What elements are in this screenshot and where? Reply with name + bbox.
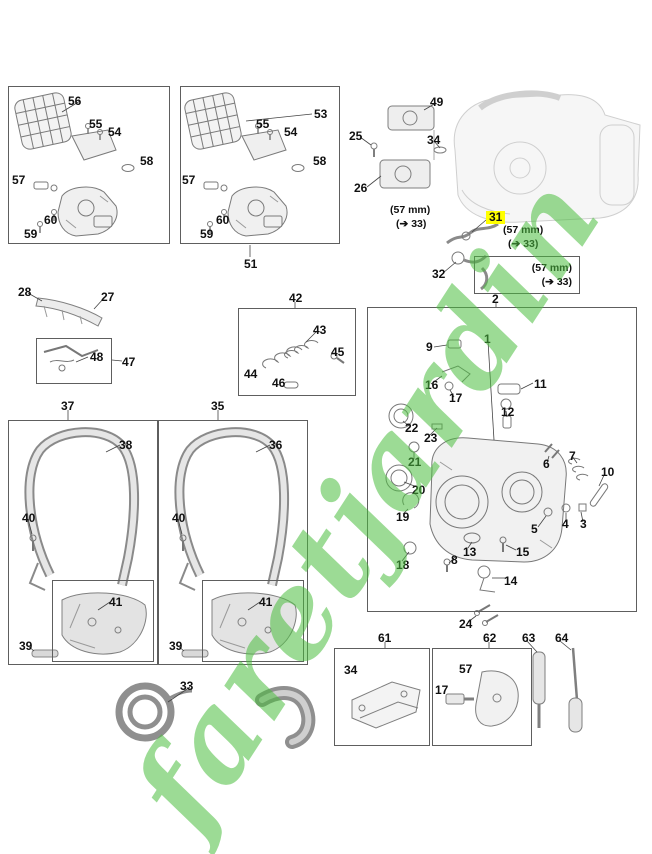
rope-coil-drawing xyxy=(115,682,193,742)
chainsaw-silhouette xyxy=(453,90,641,223)
gasket-drawings xyxy=(351,681,421,729)
air-filter-assembly-right xyxy=(182,90,305,237)
carburetor-drawing xyxy=(370,105,447,189)
screwdriver-drawing xyxy=(568,647,583,733)
assembly-tool-drawing xyxy=(532,651,546,728)
lever-parts-drawing xyxy=(43,344,99,372)
fuel-hose-drawing xyxy=(446,222,499,291)
handle-assembly-left xyxy=(29,432,146,657)
spring-drawings xyxy=(262,340,345,389)
crankcase-drawing xyxy=(385,339,609,626)
plug-cover-drawings xyxy=(445,670,519,727)
trim-molding-drawing xyxy=(35,297,103,327)
air-filter-assembly-left xyxy=(12,90,135,237)
intake-elbow-drawing xyxy=(255,686,316,749)
leader-lines xyxy=(27,100,606,703)
exploded-view-drawings xyxy=(12,90,641,749)
handle-assembly-right xyxy=(179,432,296,657)
